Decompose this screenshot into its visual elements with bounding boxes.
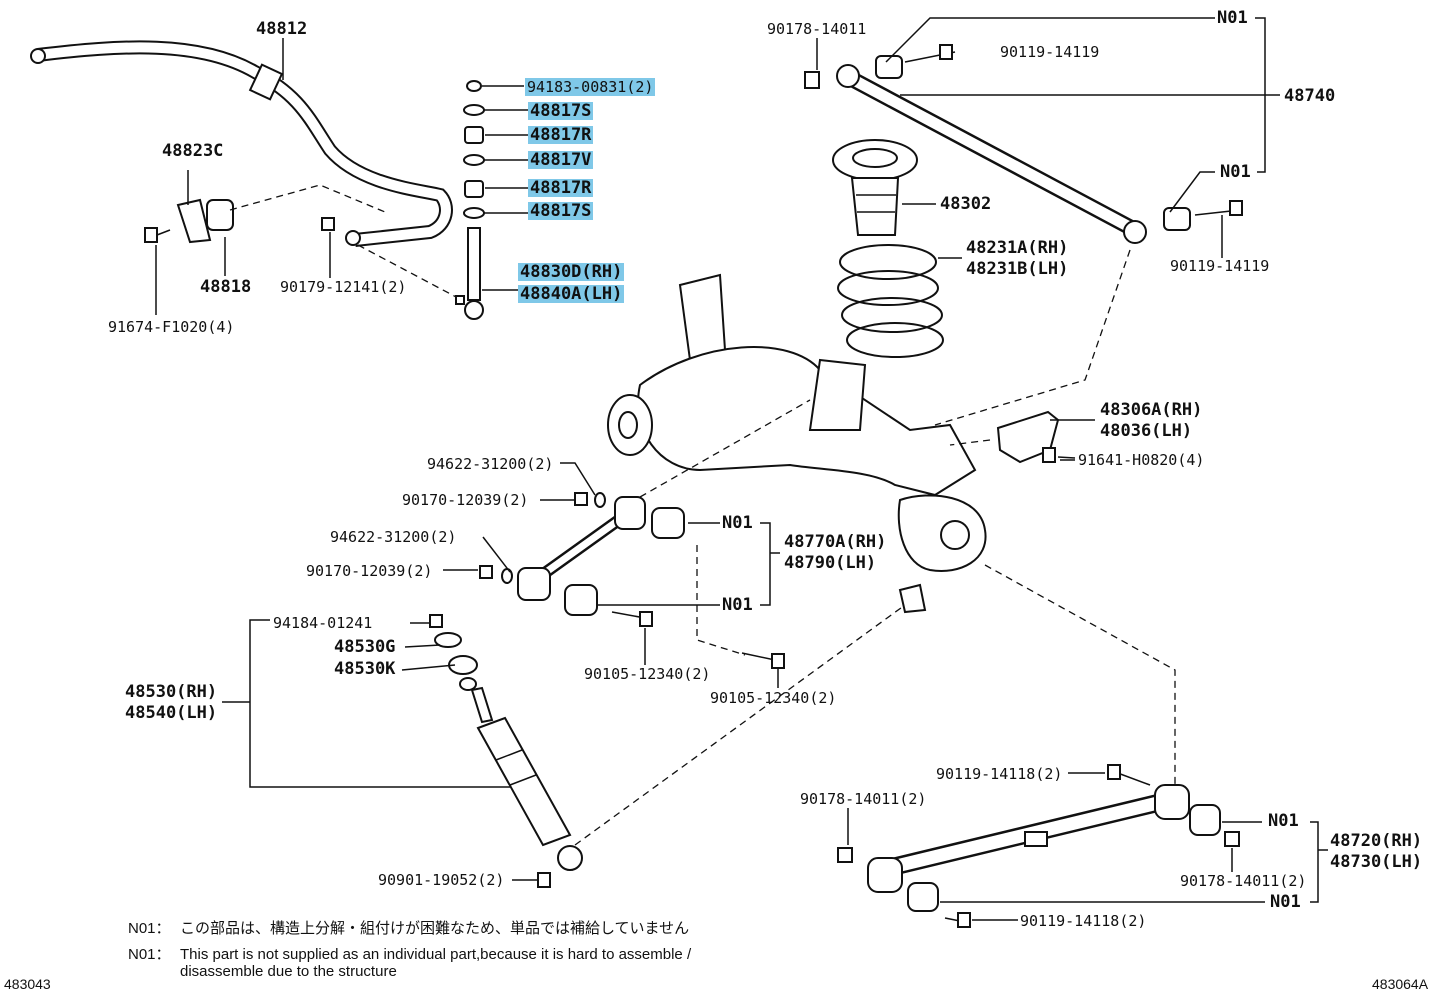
note-key-en: N01： [128, 946, 171, 963]
stabilizer-bracket [176, 170, 386, 244]
label-48302: 48302 [940, 194, 992, 214]
label-48817r-a: 48817R [528, 125, 594, 145]
figure-code-right: 483064A [1372, 976, 1429, 992]
label-n01-d: N01 [722, 595, 753, 615]
label-48231b: 48231B(LH) [966, 259, 1069, 279]
label-48818: 48818 [200, 277, 252, 297]
label-90119-14119-b: 90119-14119 [1170, 257, 1270, 275]
label-94622-31200-b: 94622-31200(2) [330, 528, 457, 546]
bump-bracket [996, 410, 1076, 464]
label-48231a: 48231A(RH) [966, 238, 1069, 258]
leader-lines [222, 17, 1328, 921]
stabilizer-link-stack [455, 80, 485, 320]
bump-stop [832, 139, 918, 236]
label-48817r-b: 48817R [528, 178, 594, 198]
note-text-en-line1: This part is not supplied as an individu… [180, 946, 692, 963]
note-text-jp: この部品は、構造上分解・組付けが困難なため、単品では補給していません [180, 920, 690, 937]
label-n01-a: N01 [1217, 8, 1248, 28]
note-key-jp: N01： [128, 920, 171, 937]
label-90105-12340-a: 90105-12340(2) [584, 665, 711, 683]
label-48306a: 48306A(RH) [1100, 400, 1203, 420]
lower-control-arm [837, 764, 1240, 928]
figure-code-left: 483043 [4, 976, 51, 992]
label-48530g: 48530G [334, 637, 396, 657]
label-48530k: 48530K [334, 659, 396, 679]
label-n01-c: N01 [722, 513, 753, 533]
label-48790: 48790(LH) [784, 553, 877, 573]
label-48817s-a: 48817S [528, 101, 594, 121]
label-90170-12039-a: 90170-12039(2) [402, 491, 529, 509]
label-90178-14011-b: 90178-14011(2) [800, 790, 927, 808]
label-90119-14118-a: 90119-14118(2) [936, 765, 1063, 783]
label-48730: 48730(LH) [1330, 852, 1423, 872]
upper-control-arm [804, 44, 1243, 244]
label-90105-12340-b: 90105-12340(2) [710, 689, 837, 707]
label-48823c: 48823C [162, 141, 224, 161]
label-n01-e: N01 [1268, 811, 1299, 831]
label-48530: 48530(RH) [125, 682, 218, 702]
label-48817s-b: 48817S [528, 201, 594, 221]
bolt-91674 [144, 227, 171, 315]
note-text-en-line2: disassemble due to the structure [180, 963, 397, 980]
label-90178-14011-top: 90178-14011 [767, 20, 867, 38]
shock-absorber [429, 614, 583, 888]
axle-housing [607, 273, 987, 614]
label-94622-31200-a: 94622-31200(2) [427, 455, 554, 473]
label-48840a: 48840A(LH) [518, 284, 625, 304]
stabilizer-bar [30, 40, 453, 247]
label-91674-f1020: 91674-F1020(4) [108, 318, 235, 336]
label-91641-h0820: 91641-H0820(4) [1078, 451, 1205, 469]
label-90179-12141: 90179-12141(2) [280, 278, 407, 296]
lateral-rod [479, 492, 785, 669]
label-94184-01241: 94184-01241 [273, 614, 373, 632]
label-90170-12039-b: 90170-12039(2) [306, 562, 433, 580]
label-48830d: 48830D(RH) [518, 262, 625, 282]
label-48812: 48812 [256, 19, 308, 39]
label-90178-14011-c: 90178-14011(2) [1180, 872, 1307, 890]
label-48720: 48720(RH) [1330, 831, 1423, 851]
label-48817v: 48817V [528, 150, 594, 170]
label-90901-19052: 90901-19052(2) [378, 871, 505, 889]
label-48540: 48540(LH) [125, 703, 218, 723]
coil-spring [837, 244, 944, 358]
nut-90179 [321, 217, 335, 231]
label-48770a: 48770A(RH) [784, 532, 887, 552]
label-48740: 48740 [1284, 86, 1336, 106]
label-94183-00831: 94183-00831(2) [525, 78, 656, 96]
label-n01-b: N01 [1220, 162, 1251, 182]
label-90119-14118-b: 90119-14118(2) [1020, 912, 1147, 930]
label-48036: 48036(LH) [1100, 421, 1193, 441]
label-n01-f: N01 [1270, 892, 1301, 912]
label-90119-14119-a: 90119-14119 [1000, 43, 1100, 61]
